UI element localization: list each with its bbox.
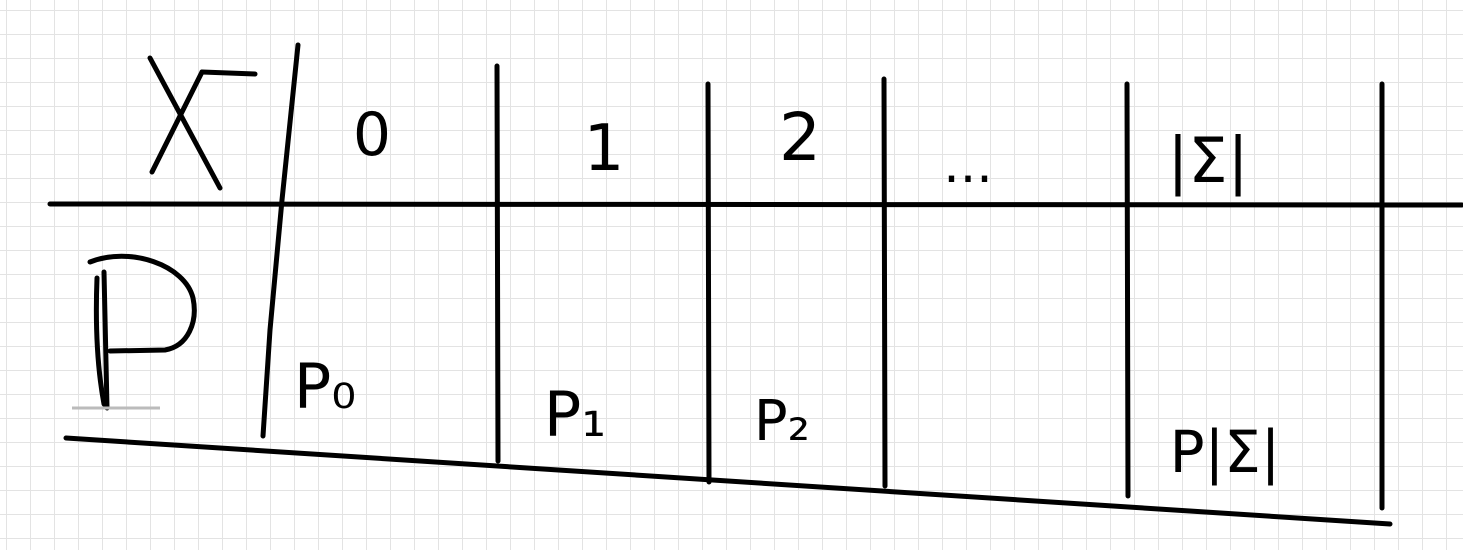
- col-divider-4: [1124, 81, 1131, 499]
- table-grid-lines: [47, 42, 1463, 527]
- col-divider-1: [494, 63, 501, 464]
- prob-cell-1: P₁: [544, 378, 606, 451]
- header-separator-line: [47, 201, 1463, 208]
- col-divider-2: [705, 81, 712, 485]
- col-divider-3: [881, 76, 888, 489]
- header-var-x: X: [147, 55, 258, 191]
- prob-cell-0: P₀: [294, 350, 356, 423]
- col-header-1: 1: [584, 112, 625, 186]
- col-header-ellipsis: ...: [943, 135, 993, 195]
- col-header-2: 2: [779, 99, 821, 176]
- var-divider-line: [260, 42, 301, 439]
- col-header-0: 0: [353, 100, 391, 170]
- prob-cell-sigma: P|Σ|: [1170, 418, 1281, 486]
- row-var-p: P: [72, 253, 197, 411]
- prob-cell-2: P₂: [754, 389, 810, 454]
- bottom-line: [63, 435, 1393, 527]
- col-header-sigma: |Σ|: [1168, 124, 1249, 198]
